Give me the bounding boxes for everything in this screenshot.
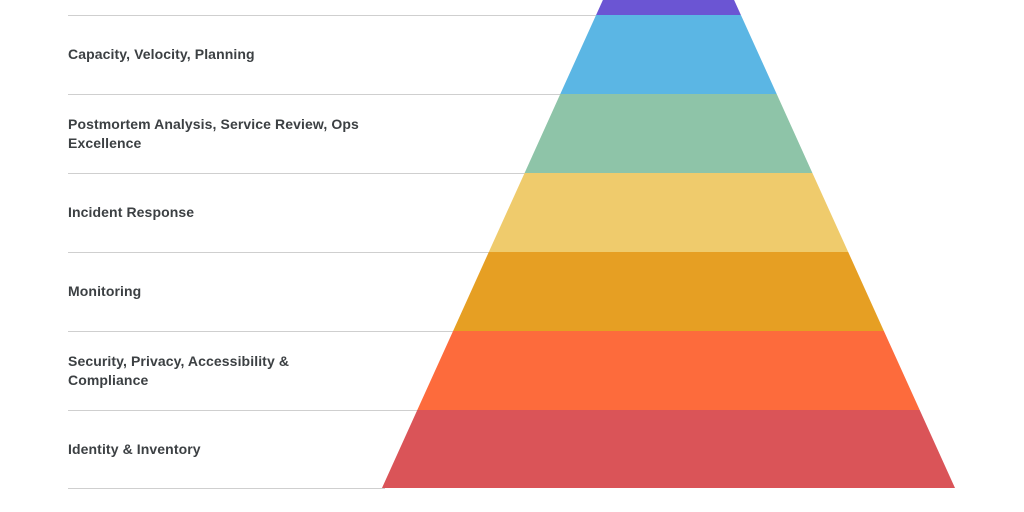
layer-label-incident: Incident Response xyxy=(68,203,194,222)
layer-label-line: Compliance xyxy=(68,371,149,388)
pyramid-layer-apex xyxy=(596,0,741,15)
layer-row-security: Security, Privacy, Accessibility & Compl… xyxy=(68,331,413,410)
layer-row-postmortem: Postmortem Analysis, Service Review, Ops… xyxy=(68,94,413,173)
pyramid-layer-incident xyxy=(488,173,849,252)
pyramid-layer-monitoring xyxy=(453,252,884,331)
layer-row-identity: Identity & Inventory xyxy=(68,410,413,488)
layer-label-line: Excellence xyxy=(68,134,142,151)
layer-label-monitoring: Monitoring xyxy=(68,282,141,301)
layer-label-line: Capacity, Velocity, Planning xyxy=(68,46,255,62)
layer-label-postmortem: Postmortem Analysis, Service Review, Ops… xyxy=(68,115,359,153)
layer-label-line: Monitoring xyxy=(68,283,142,299)
layer-label-capacity: Capacity, Velocity, Planning xyxy=(68,45,255,64)
pyramid-layer-postmortem xyxy=(524,94,813,173)
layer-row-incident: Incident Response xyxy=(68,173,413,252)
pyramid-layer-capacity xyxy=(560,15,777,94)
layer-label-security: Security, Privacy, Accessibility & Compl… xyxy=(68,352,289,390)
layer-label-line: Incident Response xyxy=(68,204,195,220)
layer-row-capacity: Capacity, Velocity, Planning xyxy=(68,15,413,94)
layer-label-line: Identity & Inventory xyxy=(68,440,201,457)
layer-label-line: Security, Privacy, Accessibility & xyxy=(68,352,290,369)
layer-row-monitoring: Monitoring xyxy=(68,252,413,331)
pyramid-layer-security xyxy=(417,331,920,410)
layer-label-identity: Identity & Inventory xyxy=(68,440,201,459)
pyramid-layer-identity xyxy=(382,410,955,488)
layer-label-line: Postmortem Analysis, Service Review, Ops xyxy=(68,115,359,132)
